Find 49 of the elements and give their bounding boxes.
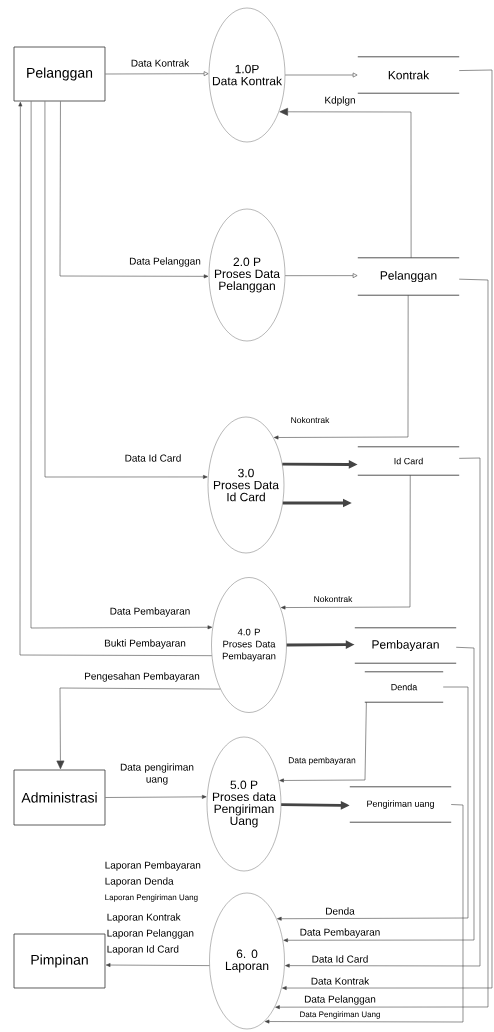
edge-label: Data Kontrak	[129, 58, 191, 68]
edge-label: Denda	[324, 906, 356, 916]
entity-box: Pelanggan	[13, 46, 106, 102]
flow-label: Laporan Denda	[105, 877, 174, 887]
arrow	[283, 646, 475, 943]
flow-label: Laporan Pembayaran	[105, 861, 201, 871]
edge-label: Bukti Pembayaran	[103, 638, 187, 650]
edge-label: Kdplgn	[323, 95, 357, 107]
arrow	[279, 701, 367, 783]
edge-label: Data pengiriman uang	[116, 762, 198, 786]
arrow	[284, 273, 358, 278]
flow-label: Laporan Pengiriman Uang	[105, 894, 198, 902]
edge-label: Data Pembayaran	[298, 927, 382, 939]
arrow	[264, 804, 464, 1024]
flow-label: Laporan Kontrak	[107, 913, 181, 923]
arrow	[105, 71, 209, 77]
edge-label: Pengesahan Pembayaran	[83, 671, 201, 683]
edge-label: Data Pembayaran	[108, 606, 192, 618]
edge-label: Data Pelanggan	[128, 256, 202, 268]
arrow	[56, 687, 221, 770]
data-store: Pengiriman uang	[349, 786, 452, 823]
data-store: Pembayaran	[354, 627, 457, 664]
arrow	[285, 457, 481, 968]
arrow	[273, 294, 409, 440]
entity-box: Administrasi	[13, 769, 106, 826]
arrow	[282, 69, 493, 990]
entity-box: Pimpinan	[13, 933, 106, 989]
edge-label: Data Id Card	[310, 954, 370, 964]
arrow	[279, 107, 412, 259]
data-store: Id Card	[357, 446, 460, 476]
arrow	[44, 101, 208, 479]
flow-label: Laporan Pelanggan	[107, 929, 194, 939]
edge-label: Data Pengiriman Uang	[298, 1010, 382, 1020]
data-store: Denda	[364, 671, 444, 703]
arrow	[275, 278, 489, 1010]
arrow	[105, 794, 207, 799]
edge-label: Data pembayaran	[287, 756, 357, 766]
edge-label: Data Id Card	[123, 453, 183, 463]
arrow	[277, 686, 469, 921]
data-store: Kontrak	[357, 56, 460, 94]
arrow	[59, 101, 209, 279]
edge-label: Nokontrak	[289, 415, 331, 425]
arrow	[280, 474, 411, 610]
arrow	[284, 72, 358, 78]
edge-label: Data Kontrak	[309, 976, 371, 986]
arrow	[105, 963, 210, 967]
edge-label: Nokontrak	[312, 594, 354, 604]
data-store: Pelanggan	[357, 257, 460, 296]
edge-label: Data Pelanggan	[303, 994, 377, 1006]
